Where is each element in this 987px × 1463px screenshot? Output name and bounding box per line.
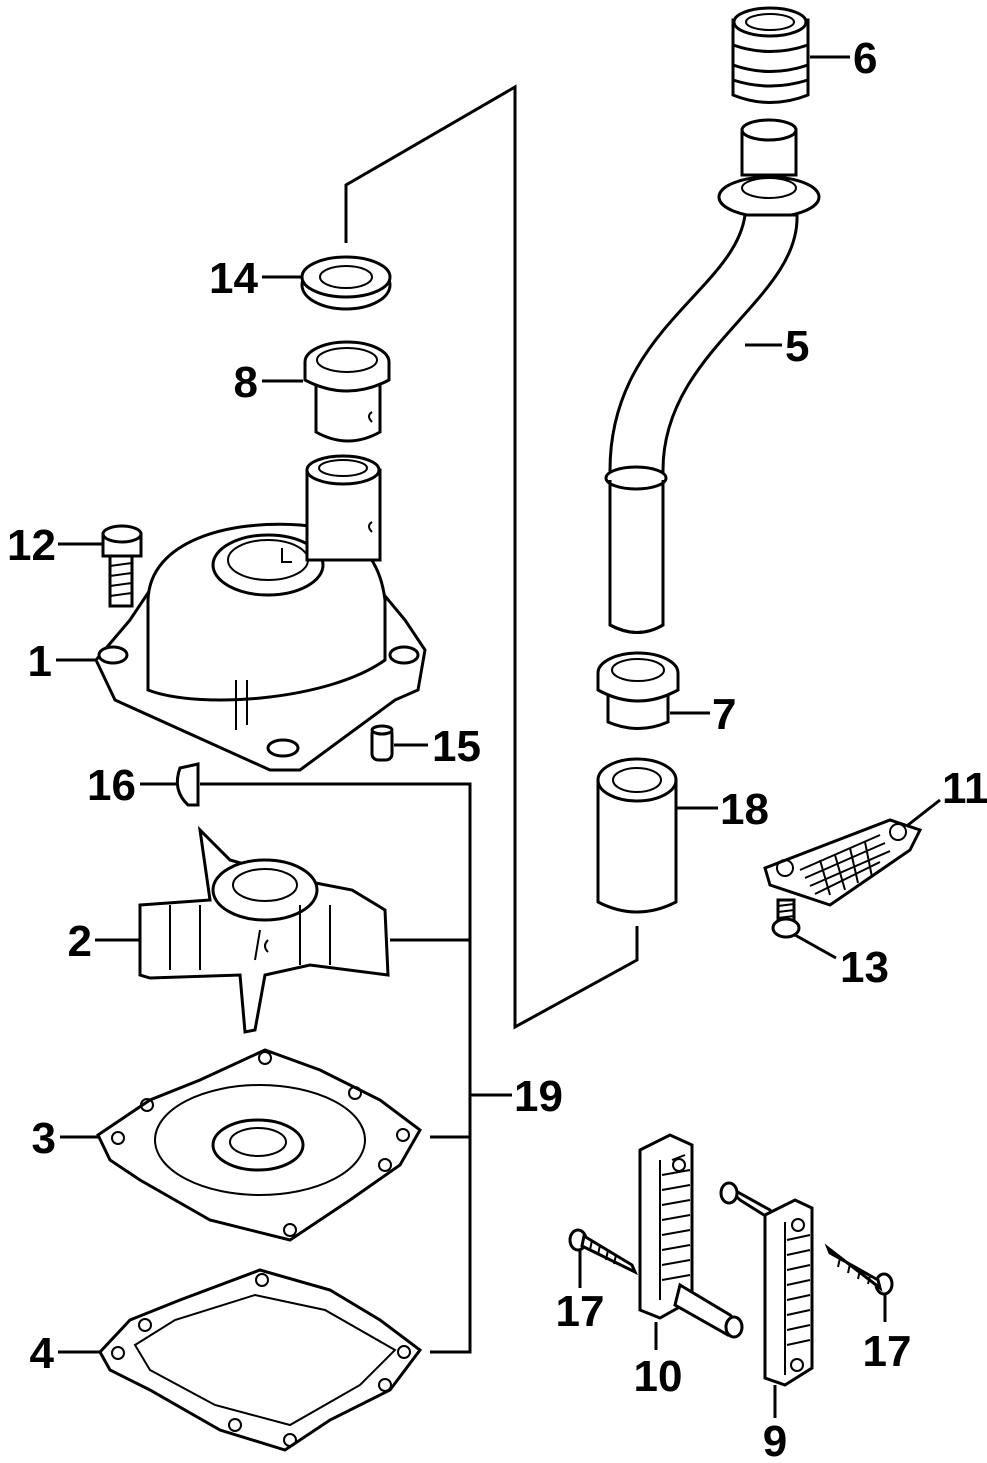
part-3-wear-plate <box>96 1048 422 1242</box>
callout-13: 13 <box>840 943 889 992</box>
callout-5: 5 <box>785 322 809 371</box>
part-12-bolt <box>101 524 143 608</box>
callout-9: 9 <box>763 1417 787 1463</box>
leader-lines <box>56 55 941 1418</box>
callout-17-left: 17 <box>556 1287 605 1336</box>
callout-10: 10 <box>634 1352 683 1401</box>
callout-15: 15 <box>432 722 481 771</box>
part-6-grommet <box>731 6 810 104</box>
callout-19: 19 <box>514 1072 563 1121</box>
part-15-pin <box>370 724 394 762</box>
callout-14: 14 <box>209 254 258 303</box>
part-1-pump-housing <box>94 454 427 772</box>
callout-4: 4 <box>30 1329 55 1378</box>
callout-16: 16 <box>87 761 136 810</box>
callout-3: 3 <box>32 1114 56 1163</box>
part-2-impeller <box>138 825 390 1034</box>
part-17-screw-left <box>568 1228 638 1276</box>
part-5-water-tube <box>604 118 821 634</box>
part-13-screw <box>771 898 801 939</box>
part-4-gasket <box>98 1268 423 1452</box>
callout-7: 7 <box>712 690 736 739</box>
part-8-insert <box>303 340 391 443</box>
part-11-screen <box>763 818 923 907</box>
callout-2: 2 <box>68 917 92 966</box>
callout-8: 8 <box>234 358 258 407</box>
callout-11: 11 <box>942 764 987 813</box>
callout-1: 1 <box>28 637 52 686</box>
part-9-bracket <box>719 1181 814 1387</box>
part-10-bracket <box>638 1133 744 1339</box>
part-16-key <box>175 762 200 807</box>
callout-18: 18 <box>720 785 769 834</box>
part-7-collar <box>596 651 680 730</box>
part-18-sleeve <box>596 757 678 914</box>
callout-6: 6 <box>853 34 877 83</box>
part-14-seal <box>300 255 392 311</box>
part-17-screw-right <box>824 1243 894 1296</box>
callout-17-right: 17 <box>863 1327 912 1376</box>
callout-12: 12 <box>7 521 56 570</box>
callout-labels: 12 1 2 3 4 14 8 15 16 19 6 5 7 18 11 13 … <box>7 34 987 1463</box>
